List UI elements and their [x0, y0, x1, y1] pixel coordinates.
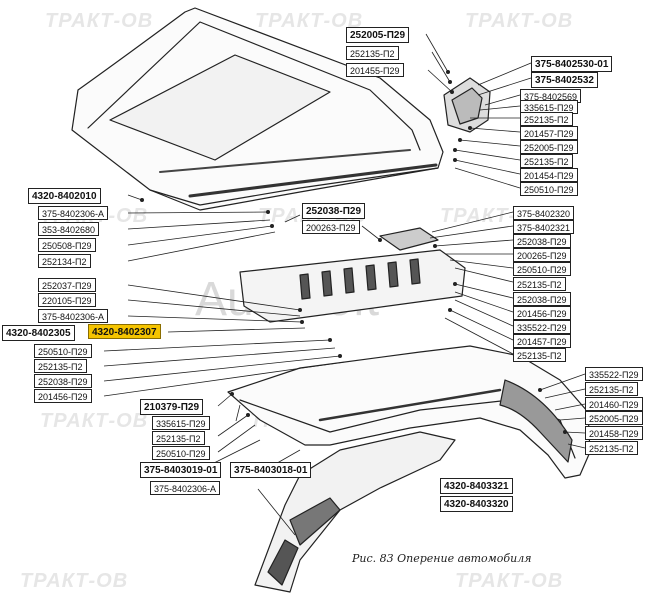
- grille-bracket: [379, 227, 439, 251]
- part-number-label[interactable]: 375-8402530-01: [531, 56, 613, 72]
- mudguard-inner: [267, 539, 299, 586]
- part-number-label[interactable]: 252005-П29: [585, 411, 643, 425]
- part-number-label[interactable]: 220105-П29: [38, 293, 96, 307]
- part-number-label[interactable]: 375-8403019-01: [140, 462, 222, 478]
- part-number-label[interactable]: 375-8402306-А: [38, 309, 109, 323]
- part-number-label[interactable]: 252038-П29: [513, 234, 571, 248]
- part-number-label[interactable]: 252135-П2: [34, 359, 87, 373]
- fender-arch: [499, 379, 573, 463]
- part-number-label[interactable]: 252134-П2: [38, 254, 91, 268]
- part-number-label[interactable]: 250510-П29: [34, 344, 92, 358]
- part-number-label[interactable]: 375-8402306-А: [150, 481, 221, 495]
- hood-edge: [149, 167, 439, 206]
- part-number-label[interactable]: 252038-П29: [302, 203, 366, 219]
- part-number-label[interactable]: 201456-П29: [513, 306, 571, 320]
- part-number-label-highlighted[interactable]: 4320-8402307: [88, 324, 161, 339]
- part-number-label[interactable]: 252135-П2: [520, 112, 573, 126]
- part-number-label[interactable]: 250508-П29: [38, 238, 96, 252]
- part-number-label[interactable]: 201460-П29: [585, 397, 643, 411]
- part-number-label[interactable]: 252038-П29: [513, 292, 571, 306]
- mudguard-inner: [289, 497, 341, 546]
- hood-vent: [109, 54, 331, 161]
- part-number-label[interactable]: 201457-П29: [520, 126, 578, 140]
- part-number-label[interactable]: 252135-П2: [520, 154, 573, 168]
- grille-slot: [299, 273, 311, 300]
- part-number-label[interactable]: 252135-П2: [513, 348, 566, 362]
- part-number-label[interactable]: 375-8402532: [531, 72, 598, 88]
- part-number-label[interactable]: 200265-П29: [513, 248, 571, 262]
- part-number-label[interactable]: 250510-П29: [152, 446, 210, 460]
- part-number-label[interactable]: 252037-П29: [38, 278, 96, 292]
- part-number-label[interactable]: 250510-П29: [513, 262, 571, 276]
- grille-slot: [321, 270, 333, 297]
- hood-ridge: [87, 21, 421, 151]
- figure-caption: Рис. 83 Оперение автомобиля: [352, 552, 532, 565]
- part-number-label[interactable]: 252135-П2: [585, 382, 638, 396]
- part-number-label[interactable]: 335522-П29: [585, 367, 643, 381]
- part-number-label[interactable]: 375-8403018-01: [230, 462, 312, 478]
- front-fender: [227, 345, 591, 479]
- part-number-label[interactable]: 252135-П2: [346, 46, 399, 60]
- part-number-label[interactable]: 201458-П29: [585, 426, 643, 440]
- part-number-label[interactable]: 201455-П29: [346, 63, 404, 77]
- grille-slot: [343, 267, 355, 294]
- part-number-label[interactable]: 353-8402680: [38, 222, 100, 236]
- part-number-label[interactable]: 250510-П29: [520, 182, 578, 196]
- part-number-label[interactable]: 201454-П29: [520, 168, 578, 182]
- hood-stripe: [188, 163, 438, 198]
- part-number-label[interactable]: 335522-П29: [513, 320, 571, 334]
- part-number-label[interactable]: 252135-П2: [152, 431, 205, 445]
- part-number-label[interactable]: 335615-П29: [152, 416, 210, 430]
- part-number-label[interactable]: 200263-П29: [302, 220, 360, 234]
- part-number-label[interactable]: 375-8402321: [513, 220, 575, 234]
- fender-stripe: [318, 388, 502, 422]
- hinge-bracket: [451, 87, 483, 125]
- part-number-label[interactable]: 252005-П29: [346, 27, 410, 43]
- part-number-label[interactable]: 201456-П29: [34, 389, 92, 403]
- part-number-label[interactable]: 375-8402320: [513, 206, 575, 220]
- part-number-label[interactable]: 4320-8402305: [2, 325, 75, 341]
- part-number-label[interactable]: 252135-П2: [513, 277, 566, 291]
- grille-slot: [409, 258, 421, 285]
- part-number-label[interactable]: 252038-П29: [34, 374, 92, 388]
- part-number-label[interactable]: 4320-8402010: [28, 188, 101, 204]
- part-number-label[interactable]: 210379-П29: [140, 399, 204, 415]
- part-number-label[interactable]: 252135-П2: [585, 441, 638, 455]
- part-number-label[interactable]: 201457-П29: [513, 334, 571, 348]
- grille-slot: [387, 261, 399, 288]
- hood-stripe: [159, 149, 411, 173]
- part-number-label[interactable]: 375-8402306-А: [38, 206, 109, 220]
- part-number-label[interactable]: 4320-8403320: [440, 496, 513, 512]
- part-number-label[interactable]: 252005-П29: [520, 140, 578, 154]
- part-number-label[interactable]: 4320-8403321: [440, 478, 513, 494]
- grille-slot: [365, 264, 377, 291]
